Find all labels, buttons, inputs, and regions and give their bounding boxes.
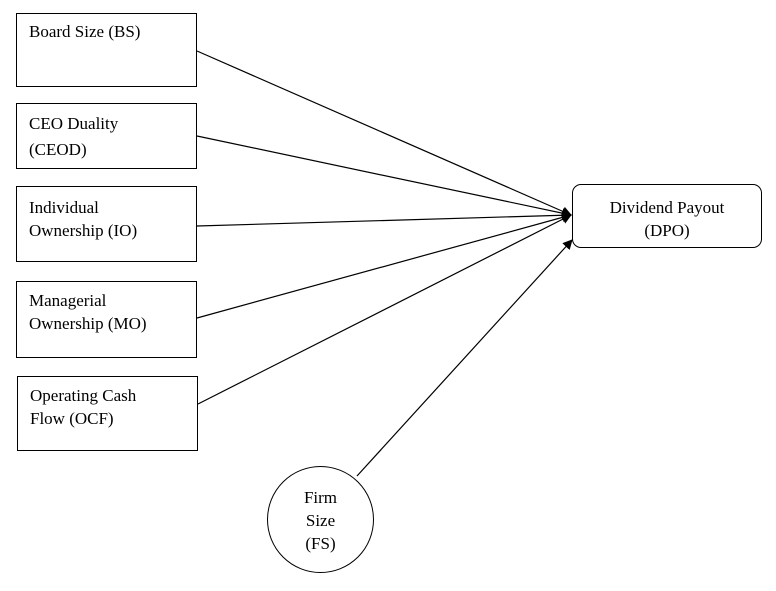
managerial-ownership-box: Managerial Ownership (MO) [16,281,197,358]
individual-ownership-label-line-1: Individual [29,198,99,217]
dividend-payout-label-line-1: Dividend Payout [609,198,725,217]
managerial-ownership-label-line-1: Managerial [29,291,107,310]
ceo-duality-box: CEO Duality (CEOD) [16,103,197,169]
board-size-box: Board Size (BS) [16,13,197,87]
ceo-duality-label-line-2: (CEOD) [29,140,87,159]
firm-size-label-line-3: (FS) [305,534,336,553]
firm-size-circle: Firm Size (FS) [267,466,374,573]
individual-ownership-box: Individual Ownership (IO) [16,186,197,262]
dividend-payout-label-line-2: (DPO) [644,221,690,240]
ceo-duality-label-line-1: CEO Duality [29,114,119,133]
firm-size-label-line-1: Firm [303,488,338,507]
arrow-bs-to-dpo [196,50,572,216]
arrow-ceod-to-dpo [196,135,572,219]
operating-cash-flow-label-line-2: Flow (OCF) [30,409,114,428]
firm-size-label-line-2: Size [305,511,336,530]
arrow-mo-to-dpo [196,212,572,319]
arrow-ocf-to-dpo [197,214,572,405]
board-size-label: Board Size (BS) [29,22,141,41]
operating-cash-flow-box: Operating Cash Flow (OCF) [17,376,198,451]
operating-cash-flow-label-line-1: Operating Cash [30,386,137,405]
individual-ownership-label-line-2: Ownership (IO) [29,221,138,240]
dividend-payout-box: Dividend Payout (DPO) [572,184,762,248]
arrow-fs-to-dpo [356,239,573,477]
managerial-ownership-label-line-2: Ownership (MO) [29,314,147,333]
arrow-io-to-dpo [196,210,572,227]
